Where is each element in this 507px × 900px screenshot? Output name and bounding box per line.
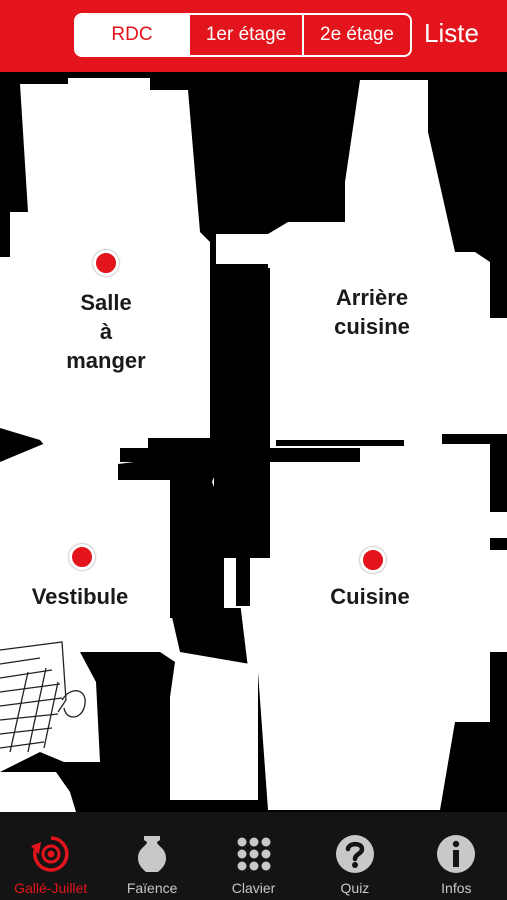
tab-label: Infos: [441, 880, 472, 896]
tab-label: Faïence: [126, 880, 178, 896]
keypad-icon: [234, 832, 274, 876]
room-label-vestibule[interactable]: Vestibule: [20, 582, 140, 611]
room-label-line: cuisine: [334, 314, 410, 339]
tab-label: Clavier: [231, 880, 276, 896]
tab-quiz[interactable]: Quiz: [304, 812, 405, 900]
staircase-drawing: [0, 641, 86, 753]
floor-plan[interactable]: Salle à manger Arrière cuisine Vestibule…: [0, 72, 507, 812]
room-label-arriere-cuisine[interactable]: Arrière cuisine: [312, 283, 432, 341]
tab-galle-juillet[interactable]: Gallé-Juillet: [0, 812, 101, 900]
tab-label: Gallé-Juillet: [14, 880, 88, 896]
floor-tab-2e-etage[interactable]: 2e étage: [302, 15, 410, 55]
floor-tab-rdc[interactable]: RDC: [76, 15, 188, 55]
floor-plan-drawing: [0, 78, 507, 812]
room-label-cuisine[interactable]: Cuisine: [315, 582, 425, 611]
bottom-tab-bar: Gallé-Juillet Faïence Clavier Quiz: [0, 812, 507, 900]
question-icon: [333, 832, 377, 876]
target-refresh-icon: [29, 832, 73, 876]
info-icon: [434, 832, 478, 876]
room-label-line: Cuisine: [330, 584, 410, 609]
room-label-line: Vestibule: [31, 584, 129, 609]
room-label-line: à: [99, 319, 113, 344]
vase-icon: [132, 832, 172, 876]
list-button[interactable]: Liste: [424, 18, 479, 48]
floor-selector: RDC 1er étage 2e étage: [74, 13, 412, 57]
tab-faience[interactable]: Faïence: [101, 812, 202, 900]
room-marker-cuisine[interactable]: [360, 547, 386, 573]
room-label-line: Arrière: [335, 285, 409, 310]
room-label-line: manger: [66, 348, 146, 373]
room-label-salle-a-manger[interactable]: Salle à manger: [56, 288, 156, 375]
top-bar: RDC 1er étage 2e étage Liste: [0, 0, 507, 72]
tab-clavier[interactable]: Clavier: [203, 812, 304, 900]
room-marker-vestibule[interactable]: [69, 544, 95, 570]
room-marker-salle-a-manger[interactable]: [93, 250, 119, 276]
tab-label: Quiz: [340, 880, 370, 896]
room-label-line: Salle: [80, 290, 132, 315]
tab-infos[interactable]: Infos: [406, 812, 507, 900]
floor-tab-1er-etage[interactable]: 1er étage: [188, 15, 302, 55]
